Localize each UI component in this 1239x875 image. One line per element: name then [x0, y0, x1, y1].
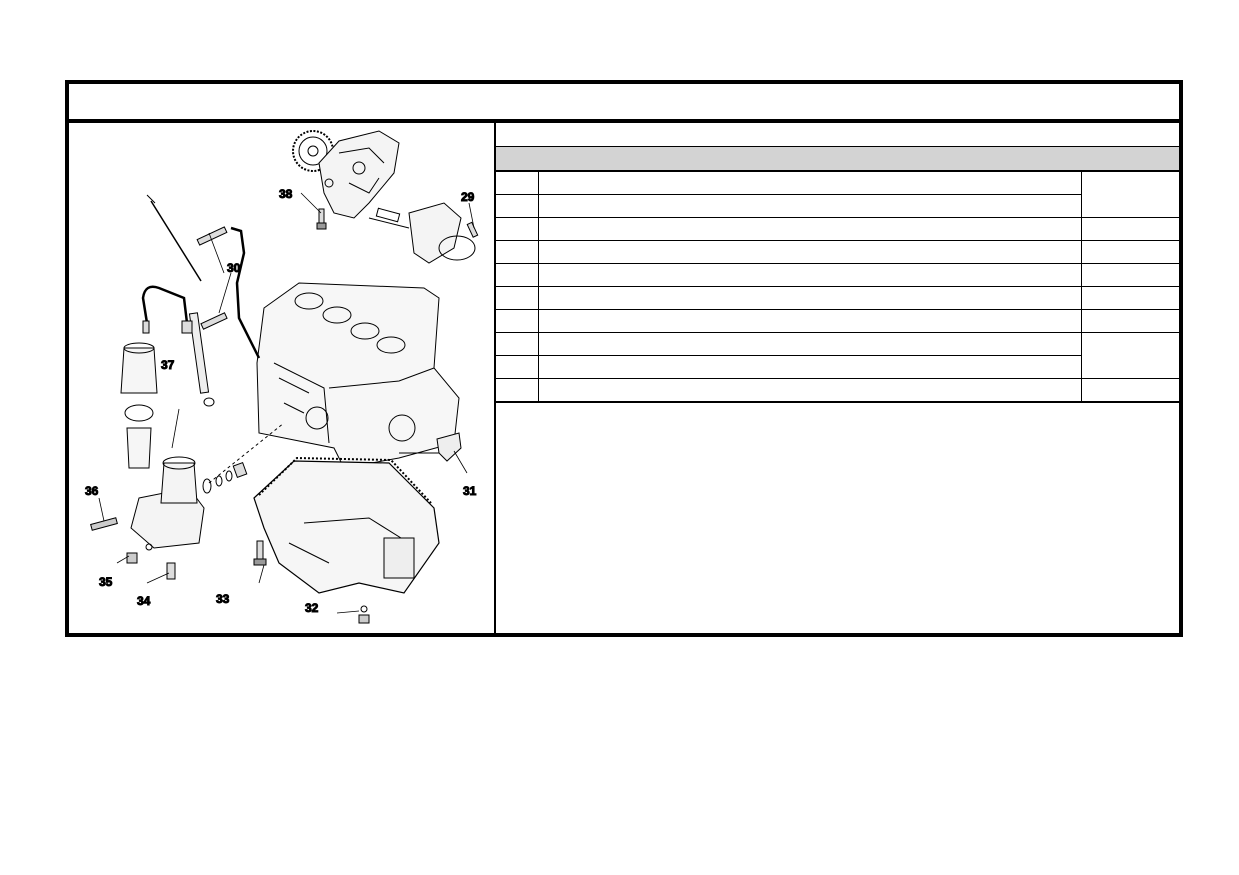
callout-37: 37 — [161, 358, 175, 372]
callout-leaders — [98, 192, 475, 614]
table-header-band — [496, 147, 1179, 172]
sensor-31 — [399, 432, 462, 462]
callout-36: 36 — [85, 484, 99, 498]
oil-filter-housing — [120, 342, 158, 469]
part-description-cell — [537, 239, 1082, 264]
part-reference-cell — [1080, 239, 1179, 264]
callout-32: 32 — [305, 601, 319, 615]
part-number-cell — [496, 239, 539, 264]
cylinder-block — [256, 282, 460, 469]
part-number-cell — [496, 354, 539, 379]
crankshaft-seals — [202, 422, 285, 494]
part-number-cell — [496, 285, 539, 310]
parts-table — [496, 172, 1179, 403]
oil-line-37 — [141, 285, 193, 334]
bolt-29 — [466, 221, 479, 238]
part-number-cell — [496, 331, 539, 356]
part-description-cell — [537, 193, 1081, 218]
part-number-cell — [496, 262, 539, 287]
table-row — [496, 216, 1179, 241]
fasteners-34-35 — [126, 543, 176, 580]
table-row — [496, 285, 1179, 310]
part-number-cell — [496, 216, 539, 241]
part-number-cell — [496, 193, 539, 218]
table-row — [496, 172, 1179, 218]
table-row — [496, 354, 1179, 379]
table-row — [496, 331, 1179, 379]
table-row — [496, 239, 1179, 264]
dipstick — [146, 194, 215, 407]
bolt-33 — [253, 540, 267, 566]
table-row — [496, 308, 1179, 333]
oil-pump-body — [318, 130, 400, 219]
oil-pickup — [368, 202, 476, 264]
document-frame: 38 29 30 37 31 36 35 34 33 32 — [65, 80, 1183, 637]
part-reference-cell — [1080, 331, 1179, 379]
part-description-cell — [537, 308, 1082, 333]
part-reference-cell — [1080, 172, 1179, 218]
part-reference-cell — [1080, 216, 1179, 241]
part-description-cell — [537, 216, 1082, 241]
parts-list-pane — [496, 123, 1179, 633]
callout-30: 30 — [227, 261, 241, 275]
part-number-cell — [496, 308, 539, 333]
oil-filter-bracket — [90, 456, 205, 549]
part-description-cell — [537, 331, 1082, 356]
part-description-cell — [537, 285, 1082, 310]
callout-34: 34 — [137, 594, 151, 608]
exploded-view-figure: 38 29 30 37 31 36 35 34 33 32 — [69, 123, 496, 633]
drain-plug-32 — [358, 605, 370, 624]
table-row — [496, 262, 1179, 287]
callout-29: 29 — [461, 190, 475, 204]
callout-33: 33 — [216, 592, 230, 606]
part-description-cell — [537, 354, 1081, 379]
pipe-30 — [196, 226, 261, 359]
part-reference-cell — [1080, 308, 1179, 333]
table-row — [496, 193, 1179, 218]
part-number-cell — [496, 172, 539, 195]
part-reference-cell — [1080, 262, 1179, 287]
part-description-cell — [537, 262, 1082, 287]
callout-38: 38 — [279, 187, 293, 201]
callout-35: 35 — [99, 575, 113, 589]
part-number-cell — [496, 377, 539, 403]
title-band — [69, 84, 1179, 123]
part-reference-cell — [1080, 377, 1179, 403]
part-description-cell — [537, 377, 1082, 403]
table-row — [496, 377, 1179, 403]
part-reference-cell — [1080, 285, 1179, 310]
oil-pan — [253, 456, 440, 594]
bolt-38 — [316, 208, 327, 230]
engine-exploded-diagram: 38 29 30 37 31 36 35 34 33 32 — [85, 130, 479, 624]
part-description-cell — [537, 172, 1082, 195]
callout-31: 31 — [463, 484, 477, 498]
table-title-row — [496, 123, 1179, 147]
